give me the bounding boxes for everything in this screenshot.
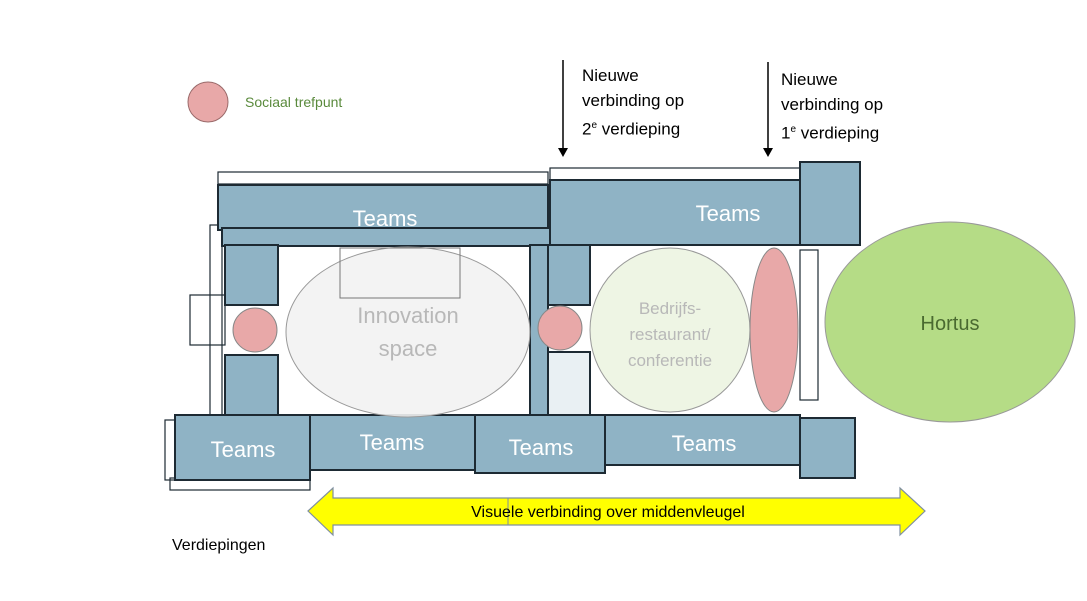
teams-label: Teams bbox=[360, 430, 425, 455]
teams-label: Teams bbox=[509, 435, 574, 460]
double-arrow-icon bbox=[307, 486, 926, 537]
restaurant-label-3: conferentie bbox=[628, 351, 712, 370]
social-point bbox=[232, 307, 278, 353]
arrow-down-icon bbox=[558, 60, 568, 157]
social-point bbox=[749, 247, 799, 413]
floor-number: 2 bbox=[582, 119, 592, 139]
note-line: verbinding op bbox=[582, 91, 685, 110]
note-line: Nieuwe bbox=[582, 66, 639, 85]
innovation-label-1: Innovation bbox=[357, 303, 459, 328]
note-line: 2e verdieping bbox=[582, 113, 684, 142]
innovation-label-2: space bbox=[379, 336, 438, 361]
connection-floor1-note: Nieuwe verbinding op 1e verdieping bbox=[781, 67, 883, 146]
team-blocks bbox=[174, 161, 861, 481]
restaurant-label-2: restaurant/ bbox=[629, 325, 711, 344]
connection-floor2-note: Nieuwe verbinding op 2e verdieping bbox=[582, 63, 684, 142]
floor-word: verdieping bbox=[796, 123, 880, 143]
social-point bbox=[537, 305, 583, 351]
teams-label: Teams bbox=[672, 431, 737, 456]
floors-label: Verdiepingen bbox=[172, 537, 266, 554]
innovation-space-zone bbox=[285, 246, 531, 418]
teams-label: Teams bbox=[353, 206, 418, 231]
arrow-down-icon bbox=[763, 62, 773, 157]
legend-label: Sociaal trefpunt bbox=[245, 94, 342, 110]
superscript: e bbox=[591, 120, 598, 131]
floor-word: verdieping bbox=[597, 119, 681, 139]
note-line: verbinding op bbox=[781, 95, 884, 114]
note-line: 1e verdieping bbox=[781, 117, 883, 146]
teams-label: Teams bbox=[211, 437, 276, 462]
floor-number: 1 bbox=[781, 123, 791, 143]
restaurant-label-1: Bedrijfs- bbox=[639, 299, 701, 318]
hortus-zone bbox=[824, 221, 1076, 423]
superscript: e bbox=[790, 124, 797, 135]
arrow-label: Visuele verbinding over middenvleugel bbox=[471, 504, 745, 521]
hortus-label: Hortus bbox=[921, 313, 980, 335]
teams-label: Teams bbox=[696, 201, 761, 226]
note-line: Nieuwe bbox=[781, 70, 838, 89]
legend-social-icon bbox=[187, 81, 229, 123]
innovation-structure bbox=[339, 247, 461, 299]
